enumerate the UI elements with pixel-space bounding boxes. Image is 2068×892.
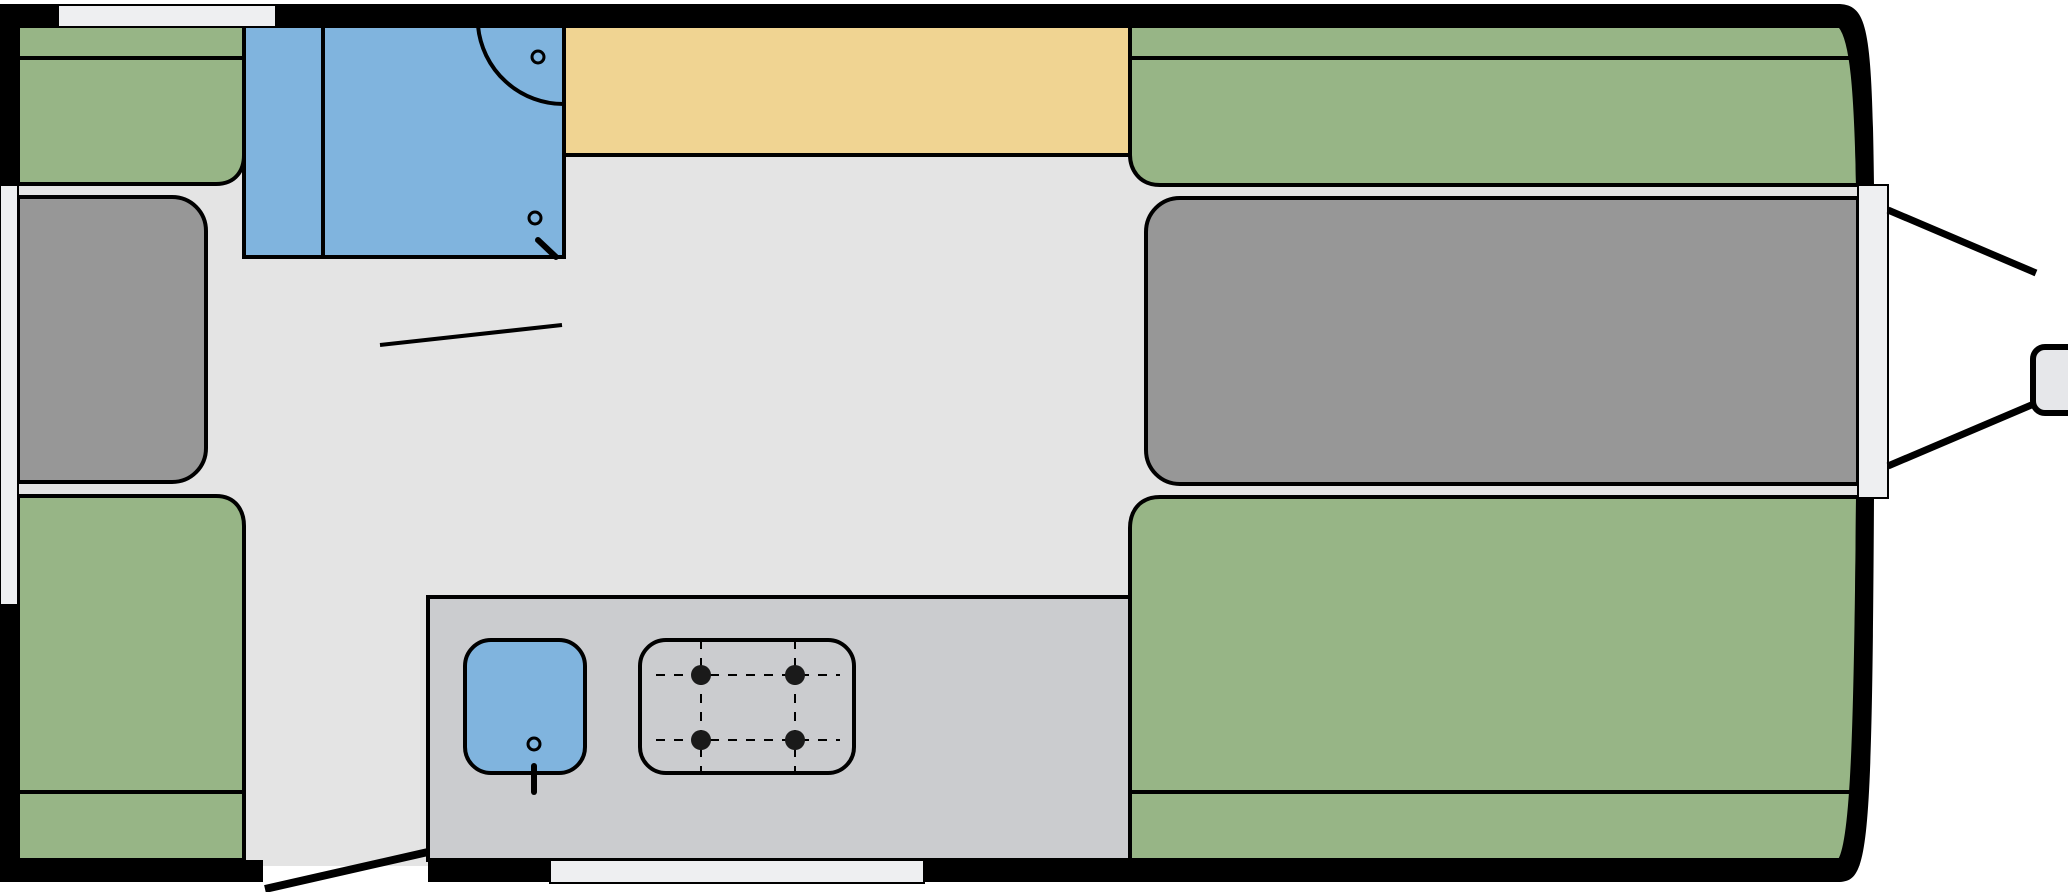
door-handle (535, 237, 559, 260)
kitchen-unit (426, 595, 1132, 862)
bed-bottom-right (1128, 495, 1861, 862)
basin-drain-icon (527, 210, 543, 226)
burner-icon (691, 730, 711, 750)
sink-drain-icon (526, 736, 542, 752)
seat-left (16, 195, 208, 484)
bed-top-left (16, 24, 246, 186)
shower-door-arc (476, 25, 565, 107)
burner-icon (691, 665, 711, 685)
window-bottom (549, 859, 925, 884)
shower-drain-icon (530, 49, 546, 65)
bathroom (242, 24, 566, 260)
door-swing-line (379, 323, 563, 347)
window-top (57, 4, 277, 28)
wardrobe (562, 24, 1132, 157)
bed-top-right (1128, 24, 1861, 187)
burner-icon (785, 665, 805, 685)
drawbar (1886, 206, 2038, 470)
window-front (1857, 184, 1889, 499)
entry-door (264, 848, 429, 892)
window-left (0, 184, 19, 606)
bed-bottom-left (16, 494, 246, 862)
burner-icon (785, 730, 805, 750)
hob (638, 638, 856, 775)
seat-right (1144, 196, 1860, 486)
sink (463, 638, 587, 775)
hitch-coupling (2030, 344, 2068, 416)
